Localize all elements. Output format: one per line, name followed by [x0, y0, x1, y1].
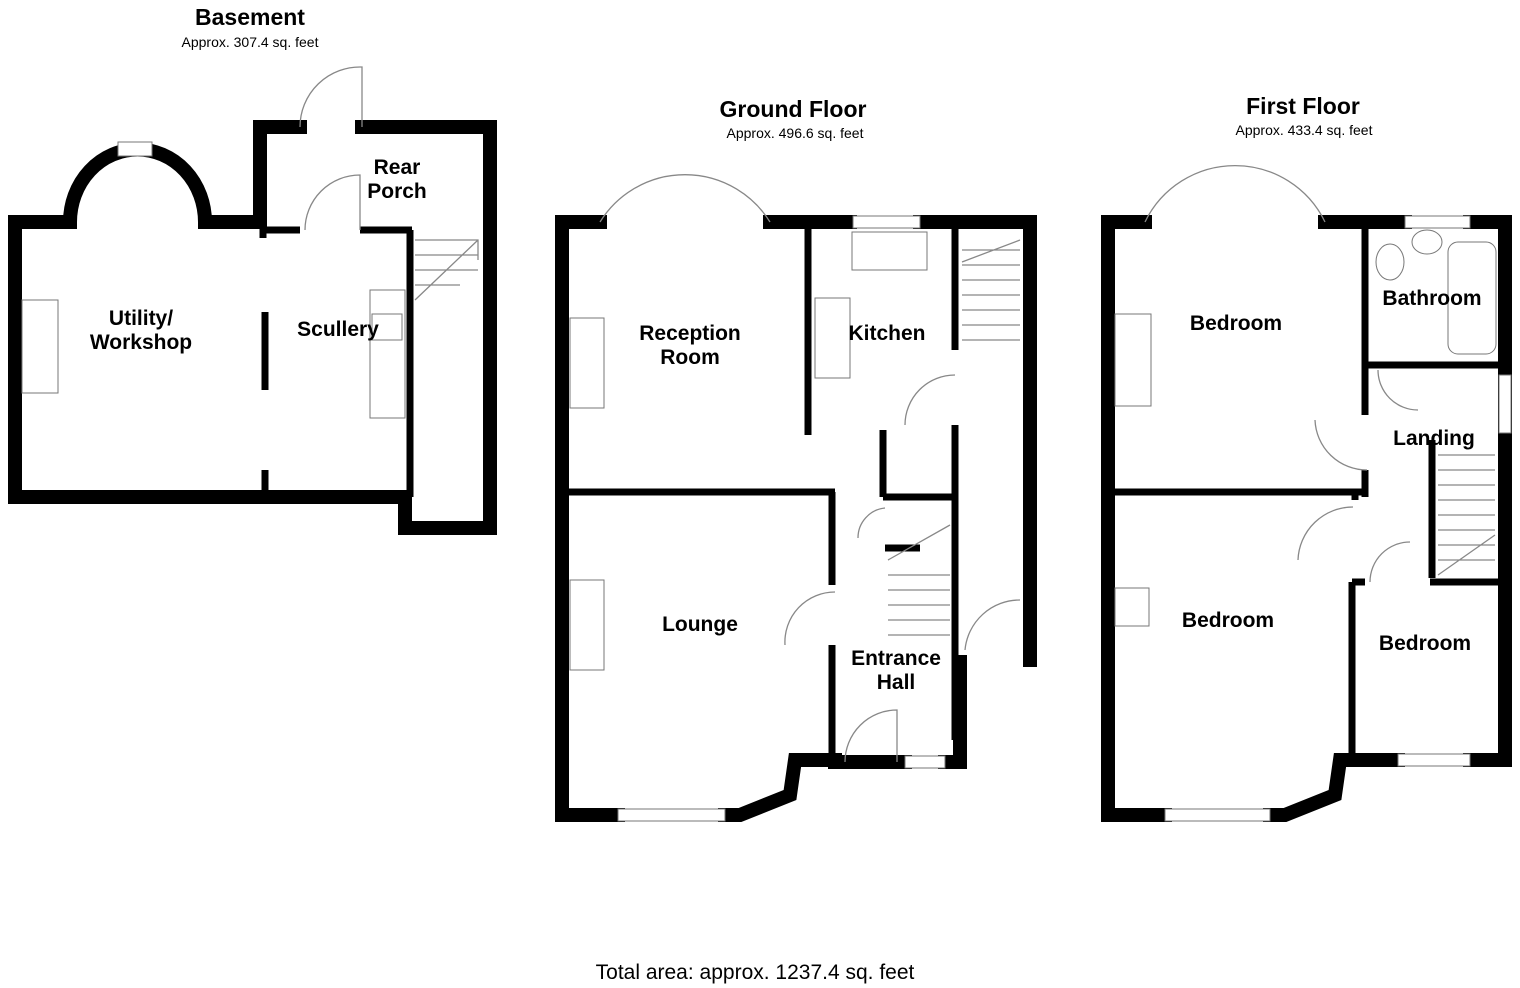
total-area: Total area: approx. 1237.4 sq. feet [596, 961, 915, 984]
room-label-bathroom: Bathroom [1382, 287, 1481, 310]
room-label-landing: Landing [1393, 427, 1475, 450]
basement-plan: Utility/ Workshop Scullery Rear Porch [8, 66, 497, 535]
room-label-rear-porch-line2: Porch [367, 180, 427, 203]
room-label-bedroom-1: Bedroom [1190, 312, 1282, 335]
room-label-reception-line2: Room [660, 346, 720, 369]
room-label-utility-line2: Workshop [90, 331, 192, 354]
room-label-entrance-hall-line1: Entrance [851, 647, 941, 670]
first-floor-title: First Floor [1246, 93, 1360, 119]
ground-floor-area: Approx. 496.6 sq. feet [727, 125, 864, 141]
first-floor-plan: Bedroom Bathroom Landing Bedroom Bedroom [1101, 165, 1512, 822]
first-floor-area: Approx. 433.4 sq. feet [1236, 122, 1373, 138]
room-label-bedroom-3: Bedroom [1379, 632, 1471, 655]
room-label-utility-line1: Utility/ [109, 307, 173, 330]
ground-floor-plan: Reception Room Kitchen Lounge Entrance H… [555, 174, 1037, 822]
room-label-rear-porch-line1: Rear [374, 156, 421, 179]
room-label-entrance-hall-line2: Hall [877, 671, 916, 694]
room-label-scullery: Scullery [297, 318, 379, 341]
room-label-reception-line1: Reception [639, 322, 741, 345]
basement-area: Approx. 307.4 sq. feet [182, 34, 319, 50]
basement-title: Basement [195, 4, 305, 30]
room-label-bedroom-2: Bedroom [1182, 609, 1274, 632]
ground-floor-title: Ground Floor [720, 96, 867, 122]
room-label-kitchen: Kitchen [848, 322, 925, 345]
room-label-lounge: Lounge [662, 613, 738, 636]
